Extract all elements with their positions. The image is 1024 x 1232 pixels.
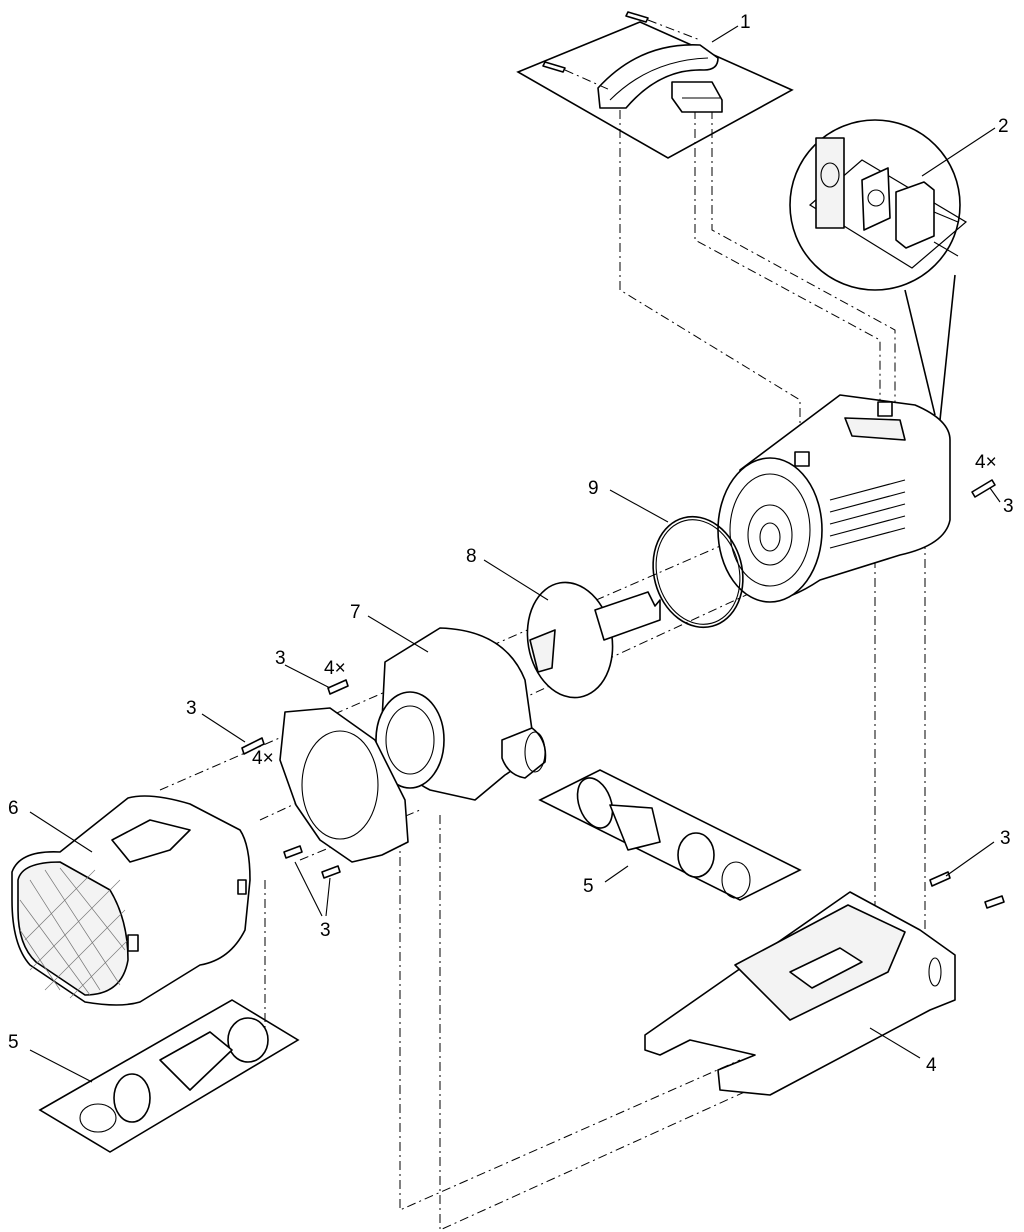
callout-1: 1 <box>740 12 751 33</box>
callout-8: 8 <box>466 546 477 567</box>
callout-6: 6 <box>8 798 19 819</box>
callout-3-housing: 3 <box>275 648 286 669</box>
callout-3-motor: 3 <box>1003 496 1014 517</box>
screw-flange-a <box>283 845 303 859</box>
callout-3-base: 3 <box>1000 828 1011 849</box>
screws <box>241 479 1005 909</box>
screw-motor <box>971 479 996 498</box>
callout-labels: 1 2 4× 3 9 8 7 3 4× 3 4× 6 3 5 3 4 5 <box>8 12 1014 1076</box>
callout-7: 7 <box>350 602 361 623</box>
screw-flange-top <box>241 737 265 755</box>
screw-base-a <box>929 871 951 887</box>
callout-4: 4 <box>926 1055 937 1076</box>
part-5-connector-set-left <box>38 999 300 1153</box>
part-2-detail-view <box>789 119 968 421</box>
flange-plate <box>279 707 409 863</box>
part-4-base <box>644 891 956 1096</box>
part-8-impeller <box>526 581 661 699</box>
leader-lines <box>29 25 1001 1083</box>
part-5-connector-set-right <box>538 769 802 901</box>
part-9-o-ring <box>652 515 744 629</box>
part-1-handle-kit <box>516 11 794 159</box>
callout-5-right: 5 <box>583 876 594 897</box>
callout-3-flange-top: 3 <box>186 698 197 719</box>
callout-4x-motor: 4× <box>975 452 997 473</box>
part-7-pump-housing <box>375 627 547 801</box>
motor-housing <box>717 394 951 603</box>
screw-housing <box>327 679 349 695</box>
callout-4x-flange: 4× <box>252 748 274 769</box>
callout-3-flange-bottom: 3 <box>320 920 331 941</box>
callout-4x-housing: 4× <box>324 658 346 679</box>
part-6-filter-basket <box>11 795 251 1006</box>
callout-5-left: 5 <box>8 1032 19 1053</box>
callout-9: 9 <box>588 478 599 499</box>
callout-2: 2 <box>998 116 1009 137</box>
screw-flange-b <box>321 865 341 879</box>
screw-base-b <box>984 895 1005 909</box>
